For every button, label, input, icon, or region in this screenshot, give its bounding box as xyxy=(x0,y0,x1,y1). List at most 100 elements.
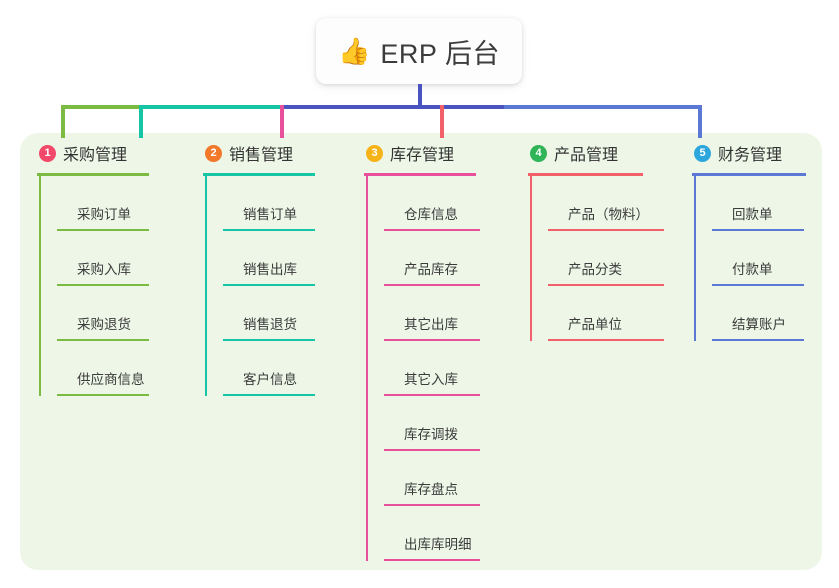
column-rail-sales xyxy=(205,176,207,396)
column-rail-product xyxy=(530,176,532,341)
segment-green xyxy=(61,105,139,109)
menu-item-label: 产品分类 xyxy=(568,262,622,277)
column-header-finance[interactable]: 5 财务管理 xyxy=(692,141,806,165)
menu-item-underline xyxy=(384,229,480,231)
drop-purchasing xyxy=(61,105,65,138)
column-underline-finance xyxy=(692,173,806,176)
column-title-sales: 销售管理 xyxy=(229,147,294,164)
column-items-sales: 销售订单销售出库销售退货客户信息 xyxy=(203,176,315,396)
menu-item[interactable]: 销售订单 xyxy=(223,176,315,231)
menu-item[interactable]: 采购入库 xyxy=(57,231,149,286)
menu-item-label: 出库库明细 xyxy=(404,537,472,552)
column-header-product[interactable]: 4 产品管理 xyxy=(528,141,643,165)
menu-item[interactable]: 采购订单 xyxy=(57,176,149,231)
menu-item-underline xyxy=(57,339,149,341)
menu-item-underline xyxy=(548,284,664,286)
drop-product xyxy=(440,105,444,138)
menu-item[interactable]: 仓库信息 xyxy=(384,176,480,231)
menu-item[interactable]: 产品（物料） xyxy=(548,176,664,231)
menu-item[interactable]: 回款单 xyxy=(712,176,806,231)
menu-item-label: 回款单 xyxy=(732,207,773,222)
menu-item-underline xyxy=(223,394,315,396)
root-stem-connector xyxy=(418,84,422,108)
drop-inventory xyxy=(280,105,284,138)
menu-item-label: 库存调拨 xyxy=(404,427,458,442)
column-title-finance: 财务管理 xyxy=(718,147,783,164)
menu-item-underline xyxy=(57,284,149,286)
column-purchasing: 1 采购管理采购订单采购入库采购退货供应商信息 xyxy=(37,141,149,396)
menu-item-underline xyxy=(384,394,480,396)
menu-item[interactable]: 销售出库 xyxy=(223,231,315,286)
menu-item-label: 仓库信息 xyxy=(404,207,458,222)
menu-item-label: 销售出库 xyxy=(243,262,297,277)
column-badge-sales: 2 xyxy=(205,144,222,162)
menu-item-label: 结算账户 xyxy=(732,317,786,332)
menu-item[interactable]: 其它入库 xyxy=(384,341,480,396)
menu-item-underline xyxy=(712,284,804,286)
column-badge-product: 4 xyxy=(530,144,547,162)
menu-item-underline xyxy=(548,339,664,341)
column-badge-inventory: 3 xyxy=(366,144,383,162)
menu-item[interactable]: 库存盘点 xyxy=(384,451,480,506)
column-underline-sales xyxy=(203,173,315,176)
menu-item[interactable]: 产品分类 xyxy=(548,231,664,286)
drop-finance xyxy=(698,105,702,138)
menu-item-underline xyxy=(57,394,149,396)
column-underline-product xyxy=(528,173,643,176)
column-header-purchasing[interactable]: 1 采购管理 xyxy=(37,141,149,165)
menu-item[interactable]: 采购退货 xyxy=(57,286,149,341)
menu-item[interactable]: 出库库明细 xyxy=(384,506,480,561)
menu-item-label: 销售订单 xyxy=(243,207,297,222)
diagram-background-panel xyxy=(20,133,822,570)
menu-item[interactable]: 产品库存 xyxy=(384,231,480,286)
menu-item-label: 付款单 xyxy=(732,262,773,277)
menu-item-underline xyxy=(384,339,480,341)
menu-item-label: 客户信息 xyxy=(243,372,297,387)
menu-item-label: 供应商信息 xyxy=(77,372,145,387)
column-title-purchasing: 采购管理 xyxy=(63,147,128,164)
menu-item-label: 采购入库 xyxy=(77,262,131,277)
menu-item-label: 销售退货 xyxy=(243,317,297,332)
column-header-inventory[interactable]: 3 库存管理 xyxy=(364,141,476,165)
menu-item-underline xyxy=(384,284,480,286)
menu-item[interactable]: 供应商信息 xyxy=(57,341,149,396)
menu-item[interactable]: 付款单 xyxy=(712,231,806,286)
menu-item[interactable]: 结算账户 xyxy=(712,286,806,341)
menu-item-underline xyxy=(223,284,315,286)
column-items-product: 产品（物料） 产品分类产品单位 xyxy=(528,176,664,341)
menu-item-underline xyxy=(712,339,804,341)
column-title-inventory: 库存管理 xyxy=(390,147,455,164)
menu-item[interactable]: 产品单位 xyxy=(548,286,664,341)
column-items-purchasing: 采购订单采购入库采购退货供应商信息 xyxy=(37,176,149,396)
column-underline-inventory xyxy=(364,173,476,176)
menu-item-label: 其它入库 xyxy=(404,372,458,387)
menu-item-underline xyxy=(223,229,315,231)
column-rail-purchasing xyxy=(39,176,41,396)
menu-item-label: 其它出库 xyxy=(404,317,458,332)
menu-item[interactable]: 库存调拨 xyxy=(384,396,480,451)
segment-blue-right xyxy=(504,105,702,109)
column-items-finance: 回款单付款单结算账户 xyxy=(692,176,806,341)
column-rail-finance xyxy=(694,176,696,341)
menu-item[interactable]: 其它出库 xyxy=(384,286,480,341)
column-header-sales[interactable]: 2 销售管理 xyxy=(203,141,315,165)
drop-sales xyxy=(139,105,143,138)
menu-item-label: 产品单位 xyxy=(568,317,622,332)
column-rail-inventory xyxy=(366,176,368,561)
column-badge-finance: 5 xyxy=(694,144,711,162)
menu-item-underline xyxy=(384,504,480,506)
menu-item-label: 采购订单 xyxy=(77,207,131,222)
column-items-inventory: 仓库信息产品库存其它出库其它入库库存调拨库存盘点出库库明细 xyxy=(364,176,480,561)
menu-item[interactable]: 客户信息 xyxy=(223,341,315,396)
menu-item-underline xyxy=(384,449,480,451)
column-sales: 2 销售管理销售订单销售出库销售退货客户信息 xyxy=(203,141,315,396)
column-title-product: 产品管理 xyxy=(554,147,619,164)
menu-item[interactable]: 销售退货 xyxy=(223,286,315,341)
root-node-title: ERP 后台 xyxy=(380,38,500,69)
column-product: 4 产品管理产品（物料） 产品分类产品单位 xyxy=(528,141,664,341)
menu-item-underline xyxy=(712,229,804,231)
column-badge-purchasing: 1 xyxy=(39,144,56,162)
segment-blue xyxy=(280,105,504,109)
root-node-card[interactable]: 👍 ERP 后台 xyxy=(316,18,522,84)
thumbs-up-icon: 👍 xyxy=(338,36,371,66)
